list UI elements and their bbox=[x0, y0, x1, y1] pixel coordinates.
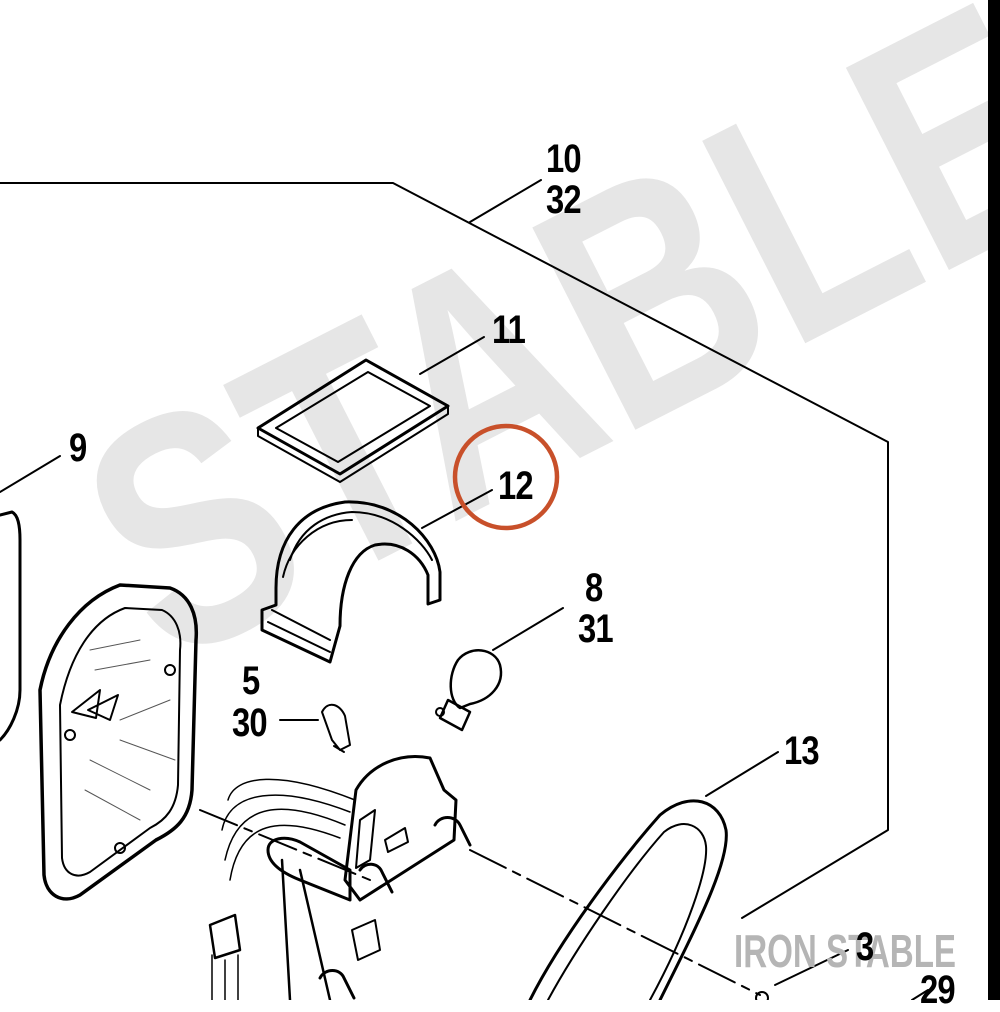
callout-label-12: 12 bbox=[498, 464, 534, 508]
centerline-lower bbox=[469, 849, 761, 996]
callout-label-29: 29 bbox=[920, 968, 956, 1012]
partial-plate bbox=[0, 510, 22, 742]
gasket-part bbox=[256, 358, 450, 483]
seal-loop-part bbox=[528, 799, 728, 1000]
callout-label-9: 9 bbox=[69, 426, 87, 470]
callout-label-8: 8 bbox=[585, 566, 603, 610]
callout-highlight-ring bbox=[452, 423, 560, 531]
socket-bracket-part bbox=[208, 755, 472, 1000]
callout-label-3: 3 bbox=[856, 925, 874, 969]
leader-11 bbox=[419, 336, 485, 375]
centerline-upper bbox=[199, 809, 371, 881]
leader-9 bbox=[0, 455, 61, 493]
callout-label-31: 31 bbox=[578, 607, 614, 651]
leader-12 bbox=[421, 489, 493, 529]
leader-3 bbox=[774, 949, 849, 986]
callout-label-5: 5 bbox=[242, 659, 260, 703]
callout-label-32: 32 bbox=[546, 178, 582, 222]
watermark-corner-text: IRON STABLE bbox=[734, 925, 957, 977]
leader-29 bbox=[911, 989, 929, 1000]
wedge-bulb-part bbox=[321, 703, 351, 753]
callout-label-30: 30 bbox=[232, 701, 268, 745]
leader-10 bbox=[469, 179, 542, 223]
lamp-housing-part bbox=[38, 583, 199, 901]
leader-13 bbox=[705, 751, 779, 797]
screw-part bbox=[755, 991, 769, 1000]
callout-label-11: 11 bbox=[492, 308, 526, 352]
assembly-bracket-line bbox=[0, 182, 889, 919]
callout-label-10: 10 bbox=[546, 137, 582, 181]
bulb-part bbox=[435, 649, 503, 732]
page-right-border bbox=[988, 0, 1000, 1000]
callout-label-13: 13 bbox=[784, 729, 820, 773]
lens-cover-part bbox=[260, 500, 442, 664]
leader-8 bbox=[492, 607, 564, 651]
